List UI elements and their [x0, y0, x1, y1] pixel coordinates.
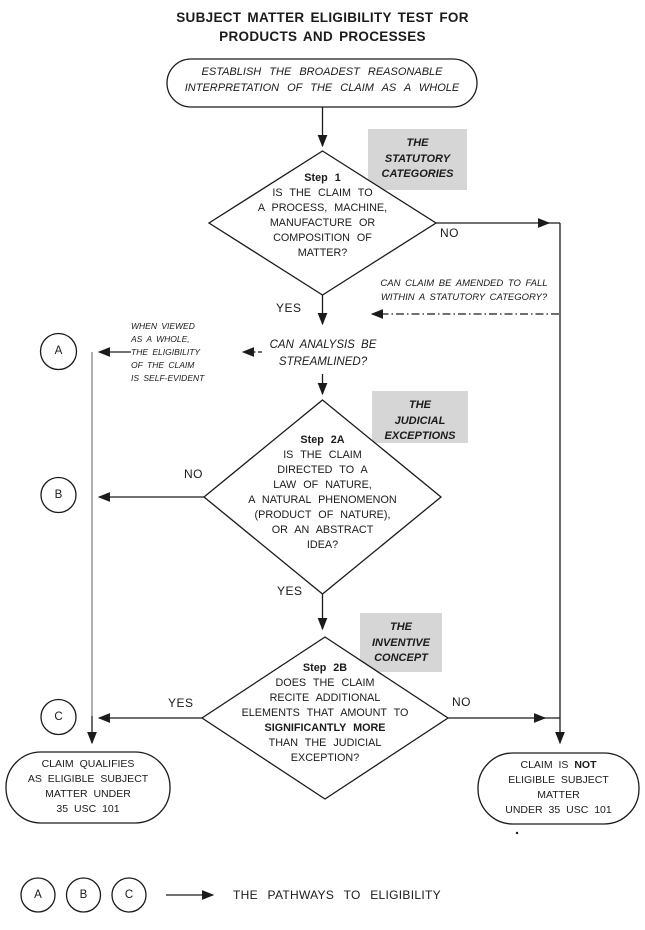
pathway-b-letter: B	[54, 489, 63, 501]
amend-note: CAN CLAIM BE AMENDED TO FALL WITHIN A ST…	[380, 278, 548, 303]
eligible-oval-shape	[5, 751, 171, 824]
title-line-2: PRODUCTS AND PROCESSES	[219, 29, 426, 44]
step2a-label: Step 2A	[300, 434, 345, 446]
step2b-diamond-shape	[200, 636, 450, 800]
step2b-no-label: NO	[452, 695, 471, 709]
start-node-text: ESTABLISH THE BROADEST REASONABLE INTERP…	[167, 64, 477, 96]
judicial-exceptions-label: THE JUDICIAL EXCEPTIONS	[384, 399, 456, 442]
start-line-1: ESTABLISH THE BROADEST REASONABLE	[201, 66, 443, 78]
step1-label: Step 1	[304, 172, 341, 184]
legend-b-circle	[65, 877, 102, 913]
legend-caption: THE PATHWAYS TO ELIGIBILITY	[233, 888, 441, 902]
ineligible-oval-shape	[477, 752, 640, 825]
connectors	[87, 107, 565, 900]
legend-a-letter: A	[34, 889, 42, 901]
statutory-categories-label: THE STATUTORY CATEGORIES	[381, 137, 454, 180]
inventive-concept-label: THE INVENTIVE CONCEPT	[371, 621, 431, 664]
step2a-yes-label: YES	[277, 584, 303, 598]
pathway-c-circle	[40, 698, 77, 736]
title-line-1: SUBJECT MATTER ELIGIBILITY TEST FOR	[176, 10, 469, 25]
eligible-result-text: CLAIM QUALIFIES AS ELIGIBLE SUBJECT MATT…	[27, 758, 149, 815]
ineligible-result-text: CLAIM IS NOT ELIGIBLE SUBJECT MATTER UND…	[505, 759, 612, 816]
step1-diamond-shape	[207, 150, 438, 296]
legend-c-circle	[111, 877, 147, 913]
period-mark	[515, 831, 519, 835]
start-line-2: INTERPRETATION OF THE CLAIM AS A WHOLE	[184, 82, 460, 94]
step2b-text: Step 2B DOES THE CLAIM RECITE ADDITIONAL…	[205, 661, 445, 766]
step2b-yes-label: YES	[168, 696, 194, 710]
self-evident-note: WHEN VIEWED AS A WHOLE, THE ELIGIBILITY …	[131, 321, 205, 383]
judicial-exceptions-box	[372, 391, 468, 443]
pathway-a-letter: A	[54, 345, 63, 357]
pathway-b-circle	[40, 476, 77, 514]
pathway-c-letter: C	[54, 711, 63, 723]
step1-yes-label: YES	[276, 301, 302, 315]
legend-b-letter: B	[79, 889, 88, 901]
step1-no-label: NO	[440, 226, 459, 240]
page-title: SUBJECT MATTER ELIGIBILITY TEST FOR PROD…	[0, 8, 645, 46]
step2a-no-label: NO	[184, 467, 203, 481]
pathway-a-circle	[39, 332, 78, 371]
legend-a-circle	[20, 877, 56, 913]
step2a-text: Step 2A IS THE CLAIM DIRECTED TO A LAW O…	[211, 433, 434, 553]
legend-c-letter: C	[124, 889, 134, 901]
step2b-label: Step 2B	[302, 662, 348, 674]
start-oval-shape	[166, 58, 478, 108]
step1-text: Step 1 IS THE CLAIM TO A PROCESS, MACHIN…	[222, 171, 423, 261]
streamline-question: CAN ANALYSIS BE STREAMLINED?	[269, 339, 377, 368]
statutory-categories-box	[368, 129, 467, 190]
inventive-concept-box	[360, 613, 442, 672]
step2a-diamond-shape	[202, 399, 443, 595]
